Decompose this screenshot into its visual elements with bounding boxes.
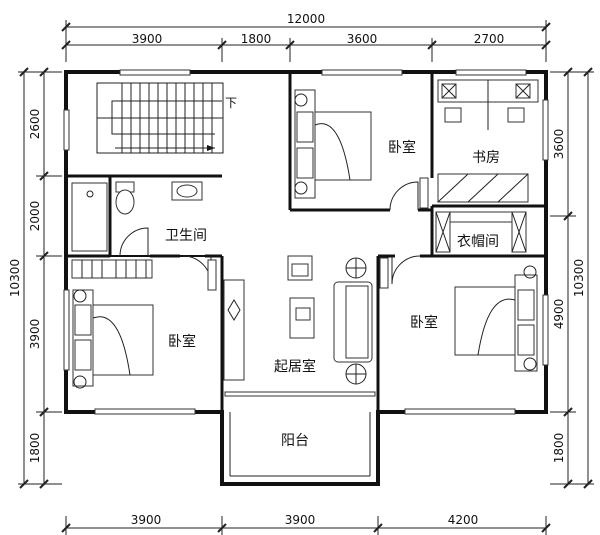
left-total-dimension: 10300 xyxy=(8,259,22,297)
windows xyxy=(63,69,549,415)
room-labels: 卧室 书房 卫生间 衣帽间 卧室 卧室 起居室 阳台 xyxy=(165,139,500,449)
room-label-study: 书房 xyxy=(472,150,500,166)
balcony-structure xyxy=(229,412,371,477)
top-total-dimension: 12000 xyxy=(287,12,325,26)
top-dimension-1: 3900 xyxy=(132,32,163,46)
lamp-icon xyxy=(294,181,308,195)
top-dimension-chain: 12000 3900 1800 3600 2700 xyxy=(61,12,551,62)
lamp-icon xyxy=(294,93,308,107)
lamp-icon xyxy=(523,265,537,279)
bottom-dimension-chain: 3900 3900 4200 xyxy=(61,513,551,535)
room-label-bedroom-top: 卧室 xyxy=(388,139,416,156)
left-dimension-4: 1800 xyxy=(28,433,42,464)
room-label-living-room: 起居室 xyxy=(274,358,316,375)
right-dimension-chain: 3600 4900 1800 10300 xyxy=(550,67,594,489)
left-dimension-chain: 10300 2600 2000 3900 1800 xyxy=(8,67,62,489)
lamp-icon xyxy=(73,375,87,389)
bottom-dimension-2: 3900 xyxy=(285,513,316,527)
interior-walls xyxy=(66,72,546,412)
right-total-dimension: 10300 xyxy=(572,259,586,297)
sink-icon xyxy=(176,184,198,198)
cloakroom-furniture xyxy=(435,211,527,253)
bedroom-left-furniture xyxy=(71,255,217,389)
room-label-cloakroom: 衣帽间 xyxy=(457,234,499,250)
staircase: 下 xyxy=(96,82,237,154)
left-dimension-1: 2600 xyxy=(28,109,42,140)
living-room-furniture xyxy=(223,255,373,385)
room-label-bathroom: 卫生间 xyxy=(165,228,207,244)
room-label-balcony: 阳台 xyxy=(281,433,309,449)
left-dimension-2: 2000 xyxy=(28,201,42,232)
top-dimension-4: 2700 xyxy=(474,32,505,46)
bathroom-fixtures xyxy=(71,181,203,257)
bottom-dimension-3: 4200 xyxy=(448,513,479,527)
lamp-icon xyxy=(523,357,537,371)
bottom-dimension-1: 3900 xyxy=(131,513,162,527)
bedroom-right-furniture xyxy=(379,255,538,372)
top-dimension-3: 3600 xyxy=(347,32,378,46)
chair-icon xyxy=(507,107,525,123)
lamp-icon xyxy=(73,289,87,303)
top-dimension-2: 1800 xyxy=(241,32,272,46)
right-dimension-1: 3600 xyxy=(552,129,566,160)
chair-icon xyxy=(444,107,462,123)
room-label-bedroom-left: 卧室 xyxy=(168,333,196,350)
stair-down-label: 下 xyxy=(225,96,237,110)
toilet-icon xyxy=(115,189,135,215)
left-dimension-3: 3900 xyxy=(28,319,42,350)
right-dimension-2: 4900 xyxy=(552,299,566,330)
room-label-bedroom-right: 卧室 xyxy=(410,314,438,331)
study-furniture xyxy=(419,79,539,209)
bedroom-top-furniture xyxy=(294,89,419,211)
right-dimension-3: 1800 xyxy=(552,433,566,464)
